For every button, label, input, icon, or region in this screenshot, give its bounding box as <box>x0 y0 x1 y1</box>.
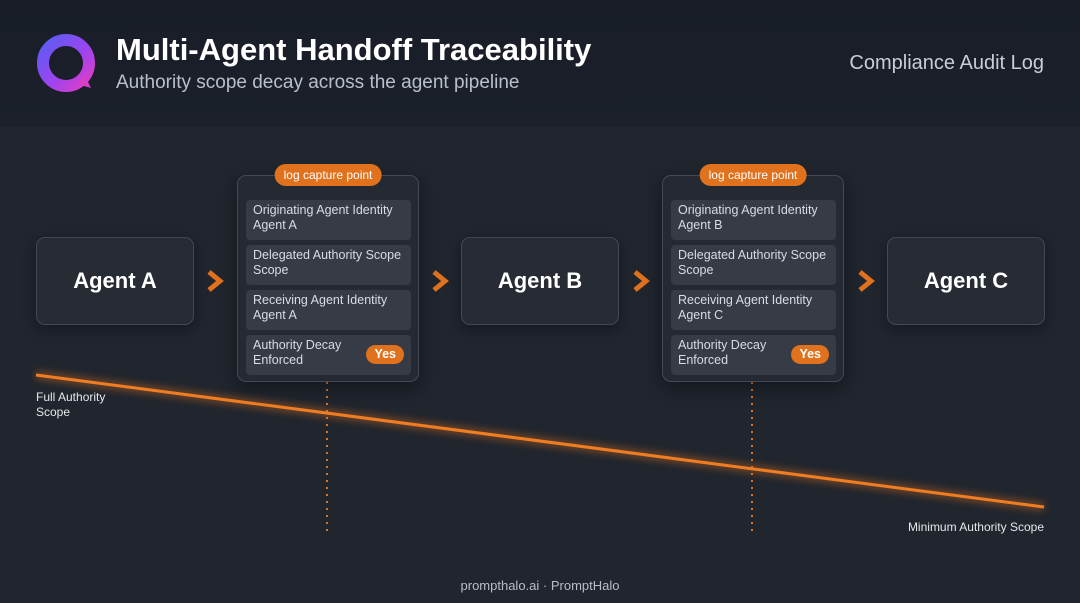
field-label: Authority Decay <box>253 338 342 352</box>
full-authority-label: Full Authority Scope <box>36 390 105 420</box>
log-capture-badge: log capture point <box>699 164 807 186</box>
ring-logo-icon <box>37 34 95 92</box>
log-capture-box-1: log capture point Originating Agent Iden… <box>237 164 419 382</box>
delegated-scope-field: Delegated Authority Scope Scope <box>246 245 411 285</box>
field-value: Agent A <box>253 308 297 322</box>
log-capture-badge: log capture point <box>274 164 382 186</box>
field-value: Enforced <box>253 353 304 367</box>
field-value: Agent C <box>678 308 724 322</box>
chevron-right-icon <box>858 270 875 292</box>
agent-a-node[interactable]: Agent A <box>36 237 194 325</box>
full-authority-label-line1: Full Authority <box>36 390 106 404</box>
full-authority-label-line2: Scope <box>36 405 71 419</box>
field-label: Originating Agent Identity <box>678 203 818 217</box>
yes-badge: Yes <box>791 345 829 364</box>
field-label: Authority Decay <box>678 338 767 352</box>
page-subtitle: Authority scope decay across the agent p… <box>116 72 520 93</box>
field-value: Scope <box>253 263 289 277</box>
field-label: Originating Agent Identity <box>253 203 393 217</box>
yes-badge: Yes <box>366 345 404 364</box>
authority-decay-field: Authority Decay Enforced Yes <box>671 335 836 375</box>
delegated-scope-field: Delegated Authority Scope Scope <box>671 245 836 285</box>
receiving-agent-field: Receiving Agent Identity Agent A <box>246 290 411 330</box>
log-capture-box-2: log capture point Originating Agent Iden… <box>662 164 844 382</box>
field-label: Delegated Authority Scope <box>678 248 827 262</box>
receiving-agent-field: Receiving Agent Identity Agent C <box>671 290 836 330</box>
minimum-authority-label: Minimum Authority Scope <box>907 520 1044 534</box>
chevron-right-icon <box>432 270 449 292</box>
header-right-label: Compliance Audit Log <box>849 52 1044 74</box>
footer-credit: prompthalo.ai · PromptHalo <box>460 578 620 593</box>
field-value: Agent B <box>678 218 723 232</box>
authority-decay-line <box>35 373 1045 509</box>
originating-agent-field: Originating Agent Identity Agent A <box>246 200 411 240</box>
agent-b-node[interactable]: Agent B <box>461 237 619 325</box>
field-label: Delegated Authority Scope <box>253 248 402 262</box>
header: Multi-Agent Handoff Traceability Authori… <box>0 0 1080 127</box>
originating-agent-field: Originating Agent Identity Agent B <box>671 200 836 240</box>
chevron-right-icon <box>633 270 650 292</box>
field-value: Agent A <box>253 218 297 232</box>
field-value: Scope <box>678 263 714 277</box>
chevron-right-icon <box>207 270 224 292</box>
field-value: Enforced <box>678 353 729 367</box>
field-label: Receiving Agent Identity <box>253 293 388 307</box>
agent-c-node[interactable]: Agent C <box>887 237 1045 325</box>
authority-decay-field: Authority Decay Enforced Yes <box>246 335 411 375</box>
field-label: Receiving Agent Identity <box>678 293 813 307</box>
page-title: Multi-Agent Handoff Traceability <box>116 32 592 67</box>
